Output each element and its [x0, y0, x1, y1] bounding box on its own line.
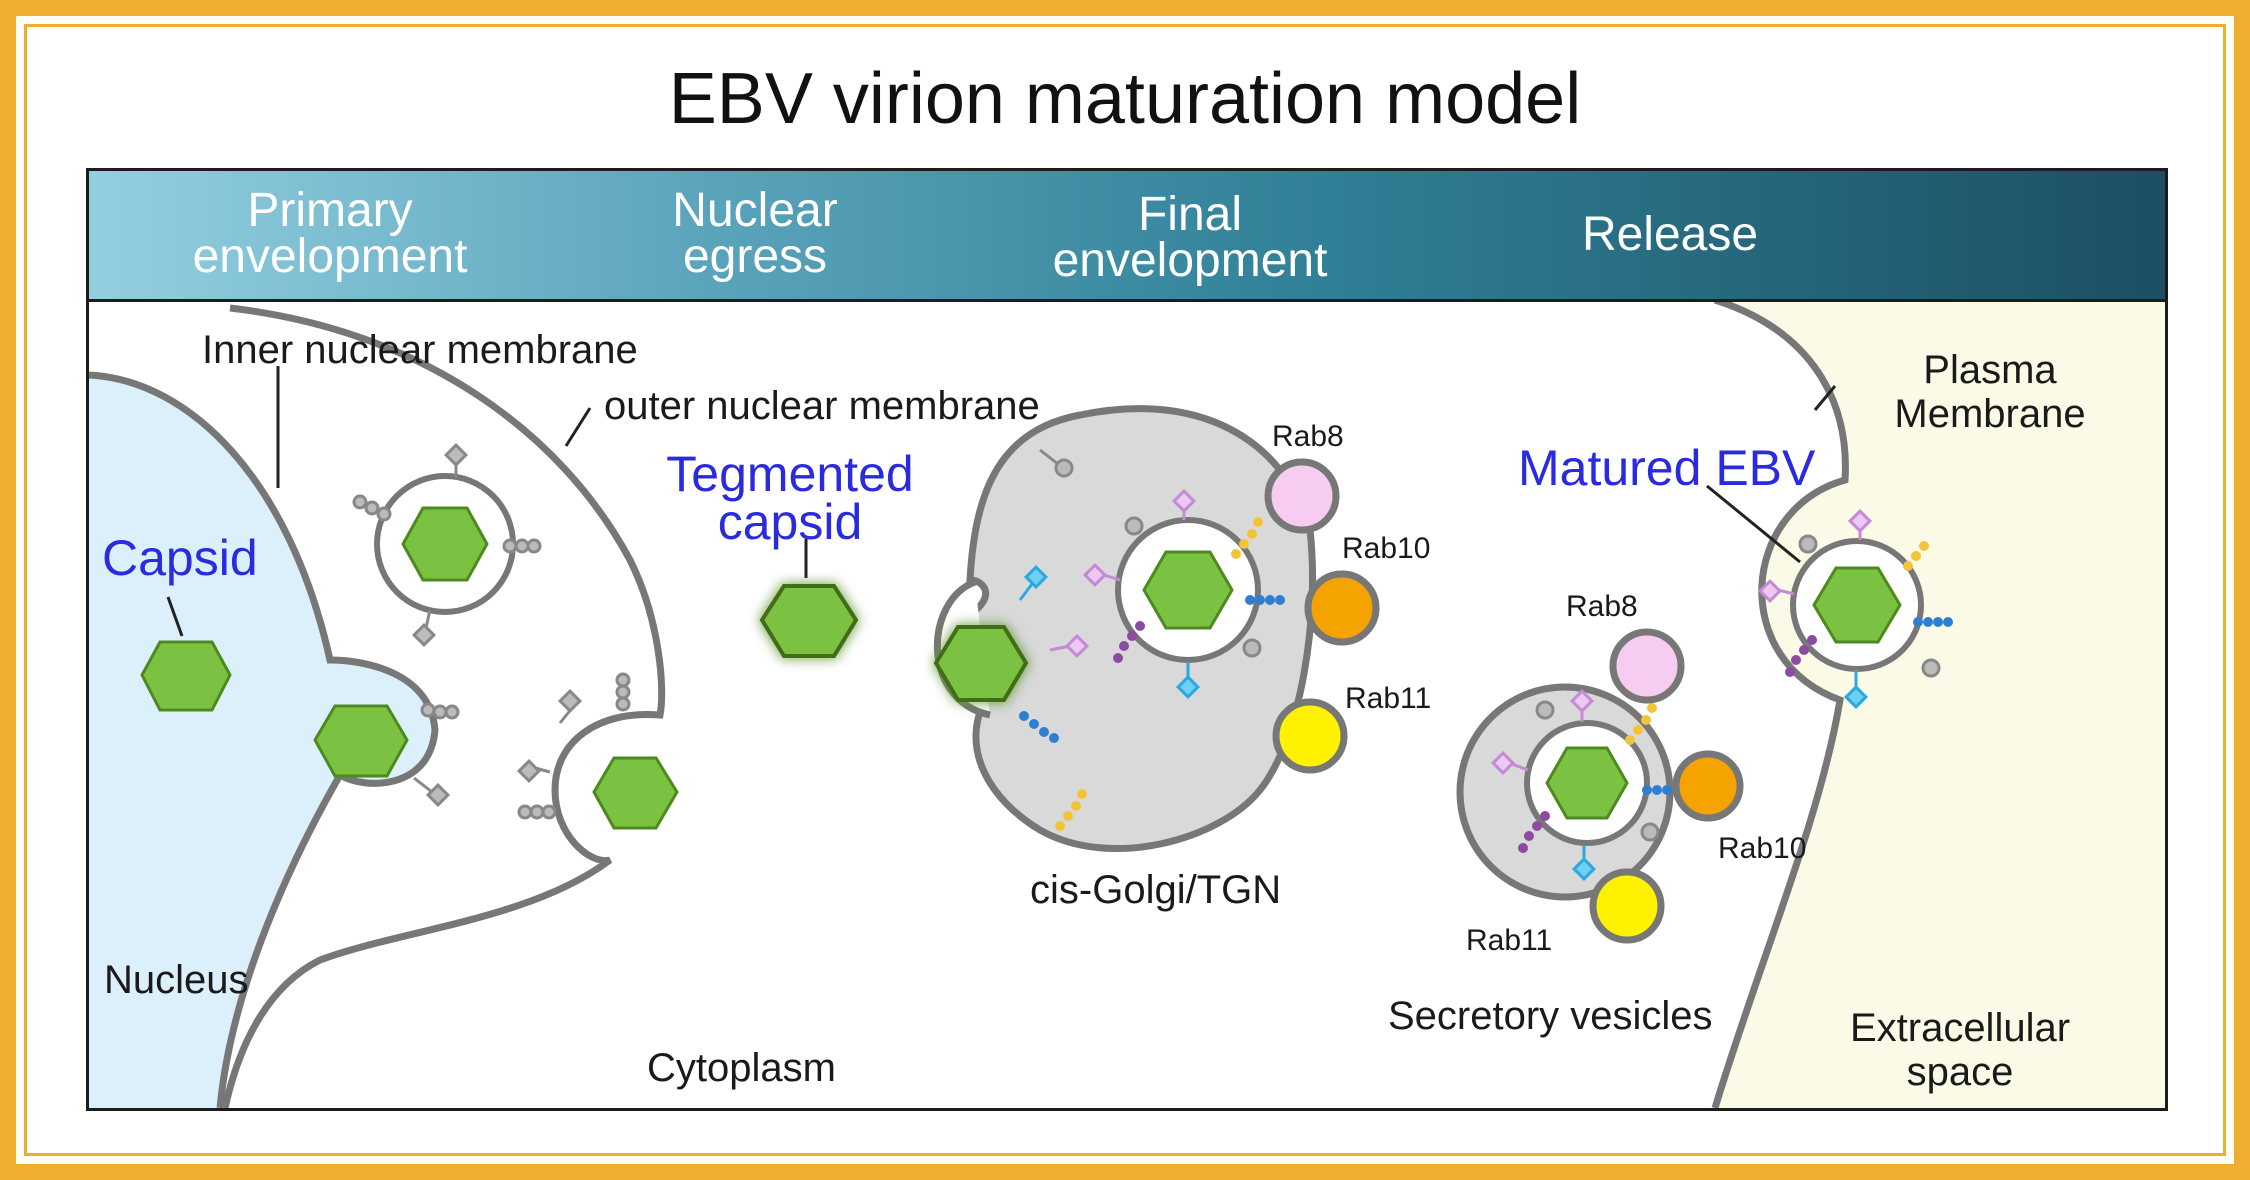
pointer-plasma-membrane	[1813, 385, 1837, 411]
golgi-virion	[1115, 517, 1261, 663]
nucleus-region	[89, 375, 435, 1108]
label-golgi-rab8: Rab8	[1272, 420, 1344, 453]
label-nucleus: Nucleus	[104, 958, 249, 1002]
label-cytoplasm: Cytoplasm	[647, 1046, 836, 1090]
label-line: space	[1906, 1050, 2014, 1094]
stage-final-envelopment: Final envelopment	[1000, 188, 1380, 287]
label-line: Extracellular	[1849, 1006, 2071, 1050]
vesicle-virion	[1524, 720, 1650, 846]
stage-label-line1: Release	[1581, 208, 1759, 261]
capsid-tegmented	[759, 584, 859, 658]
label-golgi-rab11: Rab11	[1345, 682, 1432, 715]
plasma-membrane	[1711, 302, 1849, 1108]
stage-label-line1: Final	[1137, 188, 1243, 241]
label-golgi-rab10: Rab10	[1342, 532, 1431, 565]
stage-label-line2: envelopment	[1052, 234, 1328, 287]
diagram-title: EBV virion maturation model	[668, 59, 1582, 139]
vesicle-rab8	[1609, 628, 1685, 704]
label-matured-ebv: Matured EBV	[1518, 440, 1816, 496]
capsid-budding-inner	[313, 704, 409, 778]
pointer-matured-ebv	[1706, 484, 1801, 564]
label-capsid: Capsid	[102, 530, 258, 586]
pointer-outer-membrane	[564, 407, 592, 447]
golgi-rab10	[1304, 570, 1380, 646]
label-outer-nuclear-membrane: outer nuclear membrane	[604, 384, 1040, 428]
capsid-egress	[592, 756, 679, 830]
label-tegmented-capsid: Tegmented capsid	[660, 446, 920, 550]
label-golgi: cis-Golgi/TGN	[1030, 868, 1282, 912]
label-line: capsid	[717, 494, 863, 550]
label-inner-nuclear-membrane: Inner nuclear membrane	[202, 328, 638, 372]
glycoprotein-decorations	[352, 442, 1953, 882]
stage-primary-envelopment: Primary envelopment	[140, 184, 520, 283]
stage-label-line1: Primary	[247, 184, 413, 237]
label-line: Tegmented	[666, 446, 914, 502]
stage-bar	[86, 168, 2168, 302]
label-vesicle-rab11: Rab11	[1466, 924, 1553, 957]
stage-label-line2: envelopment	[192, 230, 468, 283]
label-line: Membrane	[1894, 392, 2086, 436]
stage-release: Release	[1520, 208, 1820, 261]
capsid-golgi-budding	[933, 625, 1029, 702]
golgi-rab11	[1272, 698, 1348, 774]
vesicle-rab11	[1589, 868, 1665, 944]
outer-nuclear-membrane	[221, 304, 666, 1108]
pointer-capsid	[166, 596, 184, 637]
label-plasma-membrane: Plasma Membrane	[1880, 348, 2100, 436]
capsid-perinuclear-front	[401, 506, 489, 582]
matured-virion	[1790, 538, 1924, 672]
golgi-rab8	[1264, 458, 1340, 534]
label-vesicle-rab10: Rab10	[1718, 832, 1807, 865]
label-extracellular-space: Extracellular space	[1830, 1006, 2090, 1094]
inner-nuclear-membrane	[89, 371, 439, 1108]
stage-nuclear-egress: Nuclear egress	[600, 184, 910, 283]
capsid-nucleus	[140, 640, 232, 712]
vesicle-rab10	[1672, 750, 1744, 822]
label-secretory-vesicles: Secretory vesicles	[1388, 994, 1713, 1038]
label-line: Plasma	[1923, 348, 2057, 392]
stage-label-line1: Nuclear	[672, 184, 838, 237]
extracellular-region	[1715, 302, 2165, 1108]
stage-label-line2: egress	[682, 230, 828, 283]
label-vesicle-rab8: Rab8	[1566, 590, 1638, 623]
